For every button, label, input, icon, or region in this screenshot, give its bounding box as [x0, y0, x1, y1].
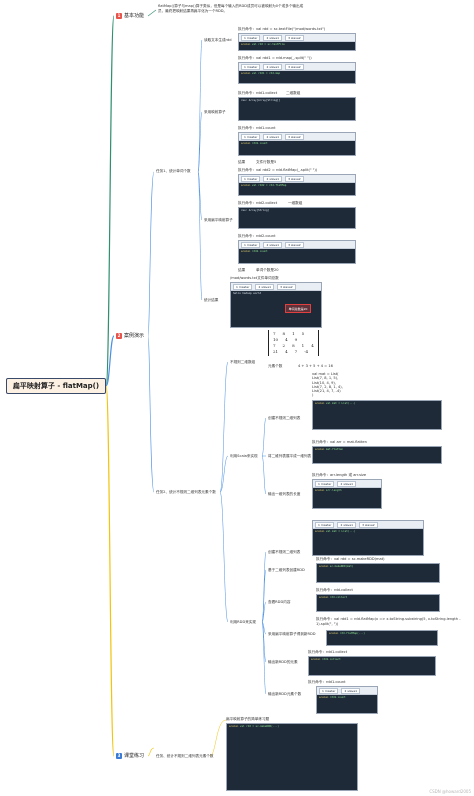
map-screenshot-2: res: Array[Array[String]]: [238, 97, 356, 121]
summary-label: 统计结果: [204, 298, 219, 302]
rdd-create-label: 创建不规则二维列表: [268, 550, 301, 554]
flatten-cmd: 执行命令：val arr = mat.flatten: [312, 440, 367, 444]
summary-file: /mod/words.txt文件单词总数: [230, 276, 279, 280]
flat-rdd-cmd: 执行命令：val rdd1 = rdd.flatMap(x => x.toStr…: [316, 617, 461, 626]
map-result-note: 文件行数是5: [256, 160, 277, 164]
rdd-label: 利用RDD来实现: [230, 620, 256, 624]
section-label: 案例演示: [124, 333, 145, 339]
output-length-label: 输出一维列表的长度: [268, 492, 301, 496]
out-rdd-label: 输出新RDD的元素: [268, 660, 298, 664]
count-rdd-cmd: 执行命令：rdd1.count: [308, 680, 346, 684]
root-node: 扁平映射算子 - flatMap(): [6, 378, 106, 394]
count-expr: 4 + 3 + 5 + 4 = 16: [298, 364, 333, 368]
map-label: 采用映射算子: [204, 110, 226, 114]
makerdd-label: 基于二维列表创建RDD: [268, 568, 305, 572]
view-rdd-cmd: 执行命令：rdd.collect: [316, 588, 353, 592]
task1-label: 任务1、统计单词个数: [156, 169, 191, 173]
flat-rdd-label: 采用扁平映射算子得到新RDD: [268, 632, 316, 636]
map-cmd1: 执行命令：val rdd1 = rdd.map(_.split(" ")): [238, 56, 312, 60]
flat-rdd-screenshot: scala> rdd.flatMap(...): [326, 630, 438, 646]
section-label: 课堂练习: [124, 753, 145, 759]
section-number: 3: [116, 752, 122, 759]
section-basic: 1 基本功能: [116, 12, 144, 19]
flatten-label: 将二维列表展平成一维列表: [268, 454, 312, 458]
section-practice: 3 课堂练习: [116, 752, 144, 759]
basic-description: flatMap()算子与map()算子类似，但是每个输入的RDD成员可以被映射为…: [158, 4, 304, 13]
read-label: 读取文本生成rdd: [204, 38, 232, 42]
irregular-label: 不规则二维数组: [230, 360, 256, 364]
view-rdd-label: 查看RDD内容: [268, 600, 291, 604]
count-rdd-label: 输出新RDD元素个数: [268, 692, 302, 696]
makerdd-screenshot: scala> sc.makeRDD(mat): [316, 563, 440, 583]
task2-label: 任务2、统计不规则二维列表元素个数: [156, 490, 216, 494]
watermark: CSDN @howard2005: [429, 789, 471, 794]
flatmap-note2: 一维数组: [288, 201, 303, 205]
output-length-cmd: 执行命令：arr.length 或 arr.size: [312, 473, 367, 477]
flatmap-screenshot-2: res: Array[String]: [238, 207, 356, 229]
scala-create-code: val mat = List( List(7, 8, 1, 5), List(1…: [312, 372, 343, 398]
practice-screenshot: scala> val rdd = sc.makeRDD(...): [226, 723, 358, 791]
flatmap-result-note: 单词个数是20: [256, 268, 279, 272]
map-result: 结果: [238, 160, 246, 164]
out-rdd-screenshot: scala> rdd1.collect: [308, 656, 436, 676]
flatmap-label: 采用扁平映射算子: [204, 218, 233, 222]
flatmap-cmd3: 执行命令：rdd2.count: [238, 234, 276, 238]
scala-create-screenshot: scala> val mat = List(...): [312, 400, 442, 430]
task3-label: 任务、统计不规则二维列表元素个数: [156, 754, 214, 758]
flatmap-cmd2: 执行命令：rdd2.collect: [238, 201, 278, 205]
task3-item: 扁平映射算子的简单练习题: [226, 717, 270, 721]
summary-highlight: 单词总数是20: [285, 304, 311, 313]
read-cmd: 执行命令：val rdd = sc.textFile("/mod/words.t…: [238, 27, 326, 31]
section-label: 基本功能: [124, 13, 145, 19]
count-label: 元素个数: [268, 364, 283, 368]
flatten-screenshot: scala> mat.flatten: [312, 446, 442, 464]
section-number: 2: [116, 332, 122, 339]
flatmap-cmd1: 执行命令：val rdd2 = rdd.flatMap(_.split(" ")…: [238, 168, 318, 172]
flatmap-result: 结果: [238, 268, 246, 272]
map-cmd3: 执行命令：rdd1.count: [238, 126, 276, 130]
map-note2: 二维数组: [286, 91, 301, 95]
out-rdd-cmd: 执行命令：rdd1.collect: [308, 650, 348, 654]
scala-create-label: 创建不规则二维列表: [268, 416, 301, 420]
section-number: 1: [116, 12, 122, 19]
makerdd-cmd: 执行命令：val rdd = sc.makeRDD(mat): [316, 557, 385, 561]
section-case: 2 案例演示: [116, 332, 144, 339]
scala-label: 利用Scala来实现: [230, 454, 258, 458]
map-cmd2: 执行命令：rdd1.collect: [238, 91, 278, 95]
view-rdd-screenshot: scala> rdd.collect: [316, 594, 440, 612]
